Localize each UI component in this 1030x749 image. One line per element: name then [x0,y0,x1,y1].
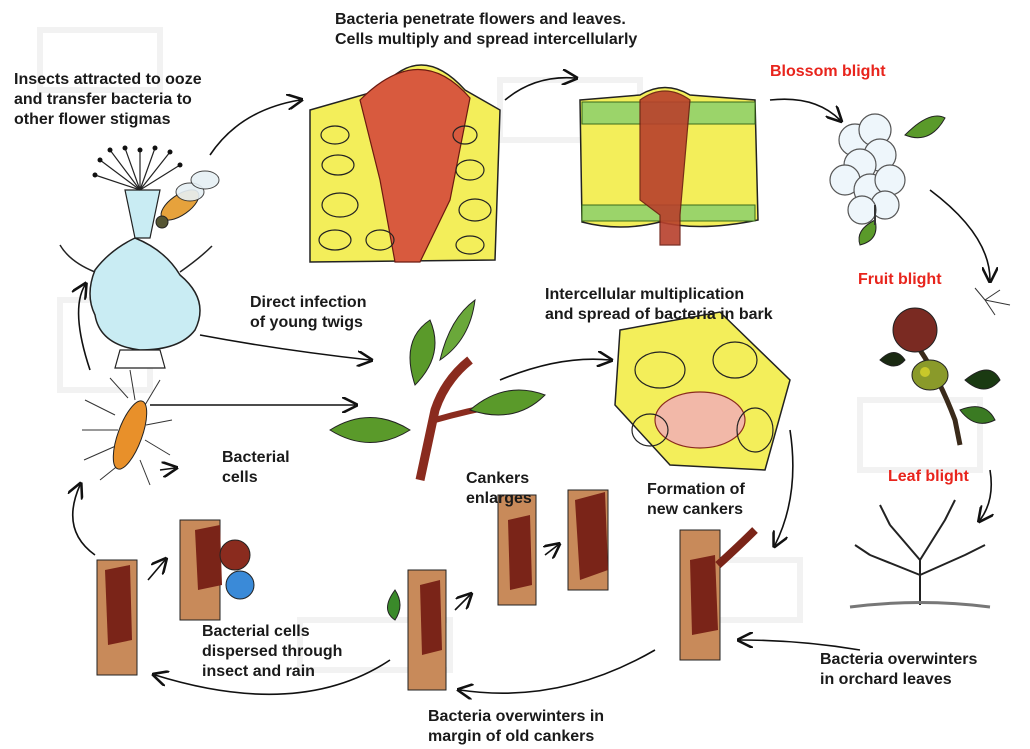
tissue-section-2 [580,88,758,246]
blossom-illustration [830,114,945,245]
label-intercellular: Intercellular multiplication and spread … [545,285,773,325]
tissue-section-1 [310,65,500,262]
label-overwinters-margin: Bacteria overwinters in margin of old ca… [428,707,604,747]
label-insects: Insects attracted to ooze and transfer b… [14,70,202,130]
flower-insect-illustration [60,146,219,369]
canker-stems-illustration [97,490,755,690]
label-direct-infection: Direct infection of young twigs [250,293,366,333]
label-leaf-blight: Leaf blight [888,467,969,487]
label-fruit-blight: Fruit blight [858,270,942,290]
label-blossom-blight: Blossom blight [770,62,886,82]
label-formation: Formation of new cankers [647,480,745,520]
label-cankers-enlarges: Cankers enlarges [466,469,532,509]
bare-tree-illustration [850,500,990,607]
fruit-blight-illustration [880,288,1010,445]
label-penetrate: Bacteria penetrate flowers and leaves. C… [335,10,637,50]
label-overwinters-orchard: Bacteria overwinters in orchard leaves [820,650,977,690]
label-dispersed: Bacterial cells dispersed through insect… [202,622,342,682]
label-bacterial-cells: Bacterial cells [222,448,290,488]
bark-section-illustration [615,312,790,470]
